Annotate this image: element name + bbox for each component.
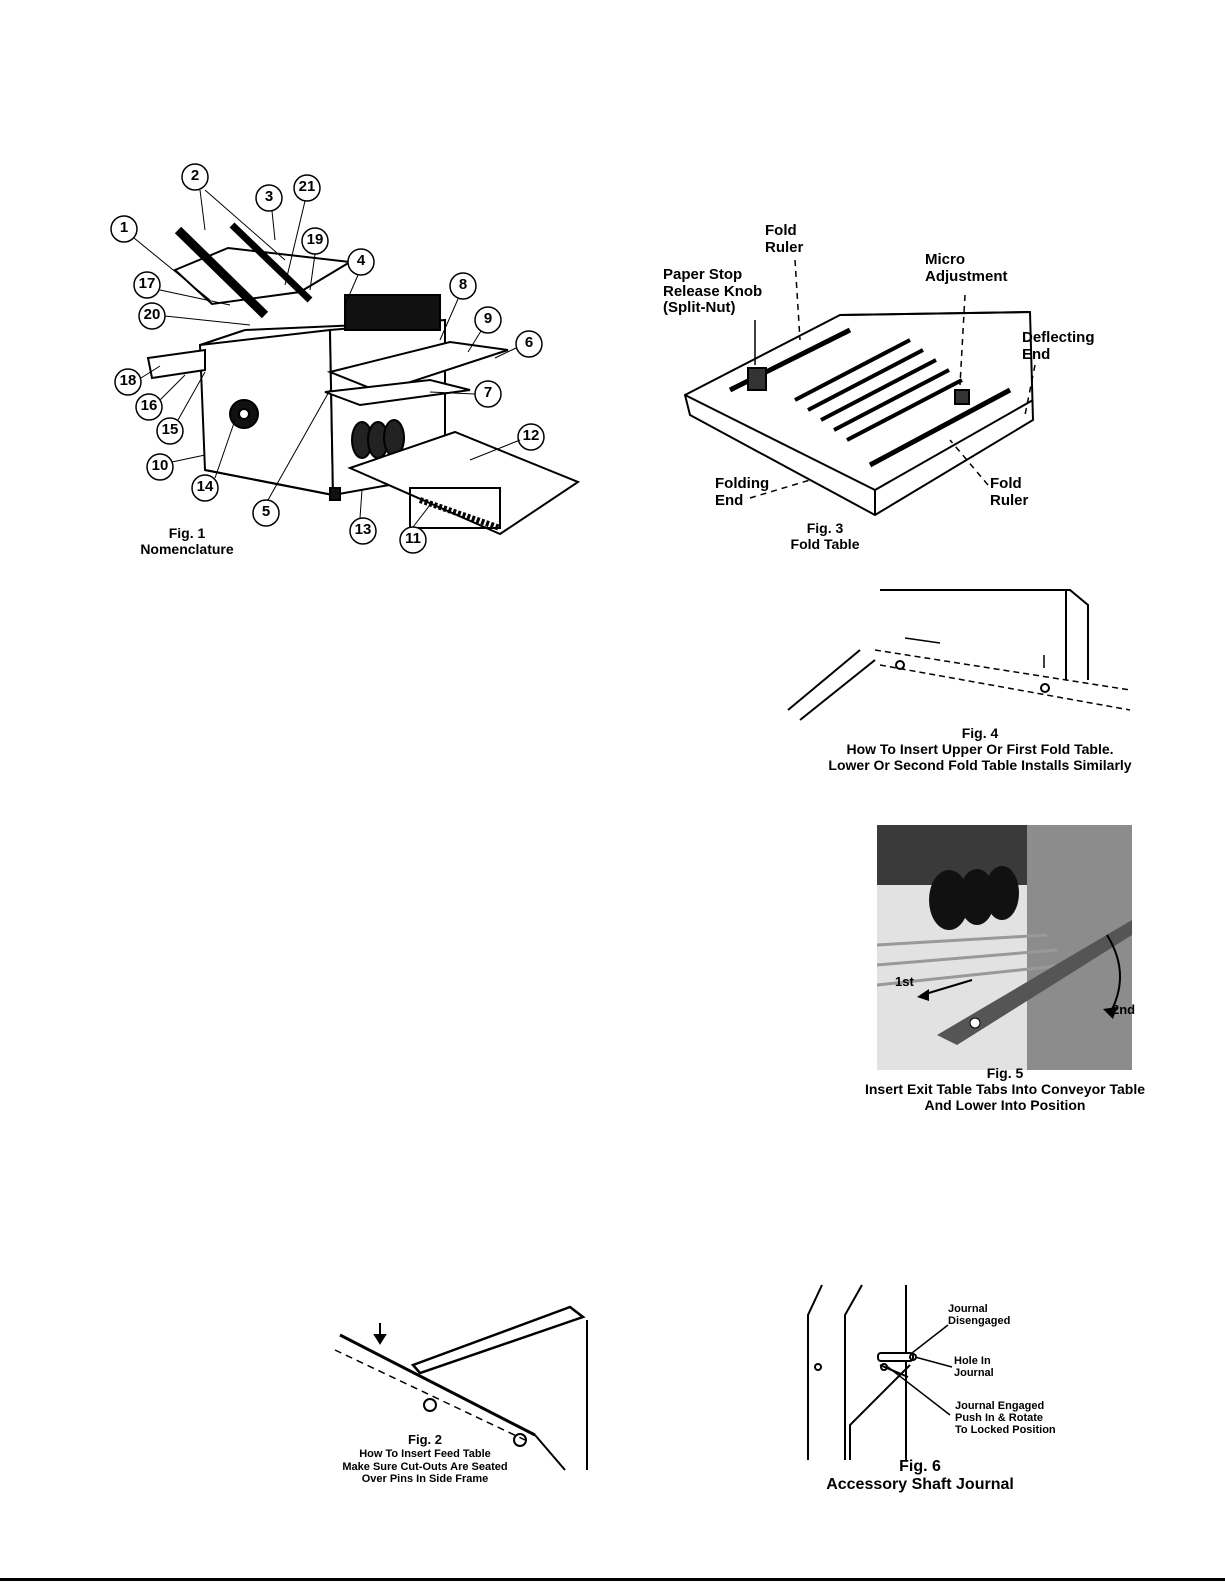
feed-table-insert-drawing: [334, 1305, 588, 1471]
figure-3-fold-table: Fold Ruler Paper Stop Release Knob (Spli…: [600, 200, 1225, 570]
label-fold-ruler-bottom: Fold Ruler: [990, 475, 1029, 509]
fig2-caption: Fig. 2 How To Insert Feed Table Make Sur…: [325, 1432, 525, 1486]
fig4-caption-line3: Lower Or Second Fold Table Installs Simi…: [828, 757, 1132, 774]
exit-table-photo: [877, 825, 1132, 1070]
callout-17: 17: [138, 275, 156, 292]
fig4-caption: Fig. 4 How To Insert Upper Or First Fold…: [770, 725, 1190, 773]
fig3-caption-number: Fig. 3: [806, 520, 844, 536]
figure-2-feed-table: Fig. 2 How To Insert Feed Table Make Sur…: [325, 1295, 595, 1495]
callout-16: 16: [140, 397, 158, 414]
callout-5: 5: [261, 503, 271, 520]
fig2-caption-line4: Over Pins In Side Frame: [361, 1473, 489, 1486]
callout-8: 8: [458, 276, 468, 293]
callout-12: 12: [522, 427, 540, 444]
callout-6: 6: [524, 334, 534, 351]
fig5-caption: Fig. 5 Insert Exit Table Tabs Into Conve…: [840, 1065, 1170, 1113]
label-fold-ruler-top: Fold Ruler: [765, 222, 804, 256]
fig3-caption-title: Fold Table: [790, 536, 860, 553]
label-journal-engaged: Journal Engaged Push In & Rotate To Lock…: [955, 1400, 1056, 1437]
callout-20: 20: [143, 306, 161, 323]
callout-10: 10: [151, 457, 169, 474]
label-paper-stop-release-knob: Paper Stop Release Knob (Split-Nut): [663, 266, 763, 316]
fig2-caption-number: Fig. 2: [408, 1432, 442, 1447]
callout-21: 21: [298, 178, 316, 195]
callout-3: 3: [264, 188, 274, 205]
fig5-caption-line2: Insert Exit Table Tabs Into Conveyor Tab…: [864, 1081, 1146, 1098]
fig1-caption-title: Nomenclature: [140, 541, 234, 558]
fig4-caption-line2: How To Insert Upper Or First Fold Table.: [846, 741, 1114, 758]
fig1-caption: Fig. 1 Nomenclature: [126, 525, 248, 557]
figure-4-insert-fold-table: Fig. 4 How To Insert Upper Or First Fold…: [770, 580, 1190, 790]
fig1-caption-number: Fig. 1: [168, 525, 206, 541]
callout-4: 4: [356, 252, 366, 269]
callout-19: 19: [306, 231, 324, 248]
bottom-rule: [0, 1578, 1225, 1581]
figure-5-exit-table: 1st 2nd Fig. 5 Insert Exit Table Tabs In…: [840, 825, 1170, 1120]
label-2nd: 2nd: [1112, 1002, 1136, 1017]
callout-15: 15: [161, 421, 179, 438]
label-deflecting-end: Deflecting End: [1022, 329, 1095, 363]
fig5-caption-number: Fig. 5: [986, 1065, 1024, 1081]
label-hole-in-journal: Hole In Journal: [954, 1355, 994, 1380]
figure-6-accessory-shaft-journal: Journal Disengaged Hole In Journal Journ…: [800, 1284, 1100, 1510]
callout-13: 13: [354, 521, 372, 538]
callout-18: 18: [119, 372, 137, 389]
callout-9: 9: [483, 310, 493, 327]
callout-11: 11: [405, 530, 421, 547]
folder-machine-drawing: [110, 163, 581, 554]
fig6-caption-title: Accessory Shaft Journal: [826, 1476, 1014, 1494]
figure-1-nomenclature: 1 2 3 21 19 4 17 20 8 9 6 18 16 15 7 12 …: [0, 0, 600, 580]
fold-table-insert-drawing: [787, 589, 1131, 721]
callout-1: 1: [119, 219, 129, 236]
fig4-caption-number: Fig. 4: [961, 725, 999, 741]
label-folding-end: Folding End: [715, 475, 770, 509]
fig6-caption: Fig. 6 Accessory Shaft Journal: [800, 1458, 1040, 1495]
callout-14: 14: [196, 478, 214, 495]
fig2-caption-line2: How To Insert Feed Table: [359, 1447, 491, 1460]
label-1st: 1st: [895, 974, 914, 989]
callout-2: 2: [190, 167, 200, 184]
fig5-caption-line3: And Lower Into Position: [924, 1097, 1086, 1114]
shaft-journal-drawing: [807, 1284, 953, 1460]
label-journal-disengaged: Journal Disengaged: [948, 1303, 1011, 1328]
fold-table-drawing: [683, 259, 1036, 517]
fig6-caption-number: Fig. 6: [899, 1458, 941, 1475]
fig3-caption: Fig. 3 Fold Table: [770, 520, 880, 552]
callout-7: 7: [483, 384, 493, 401]
label-micro-adjustment: Micro Adjustment: [925, 251, 1008, 285]
fig2-caption-line3: Make Sure Cut-Outs Are Seated: [342, 1460, 508, 1473]
